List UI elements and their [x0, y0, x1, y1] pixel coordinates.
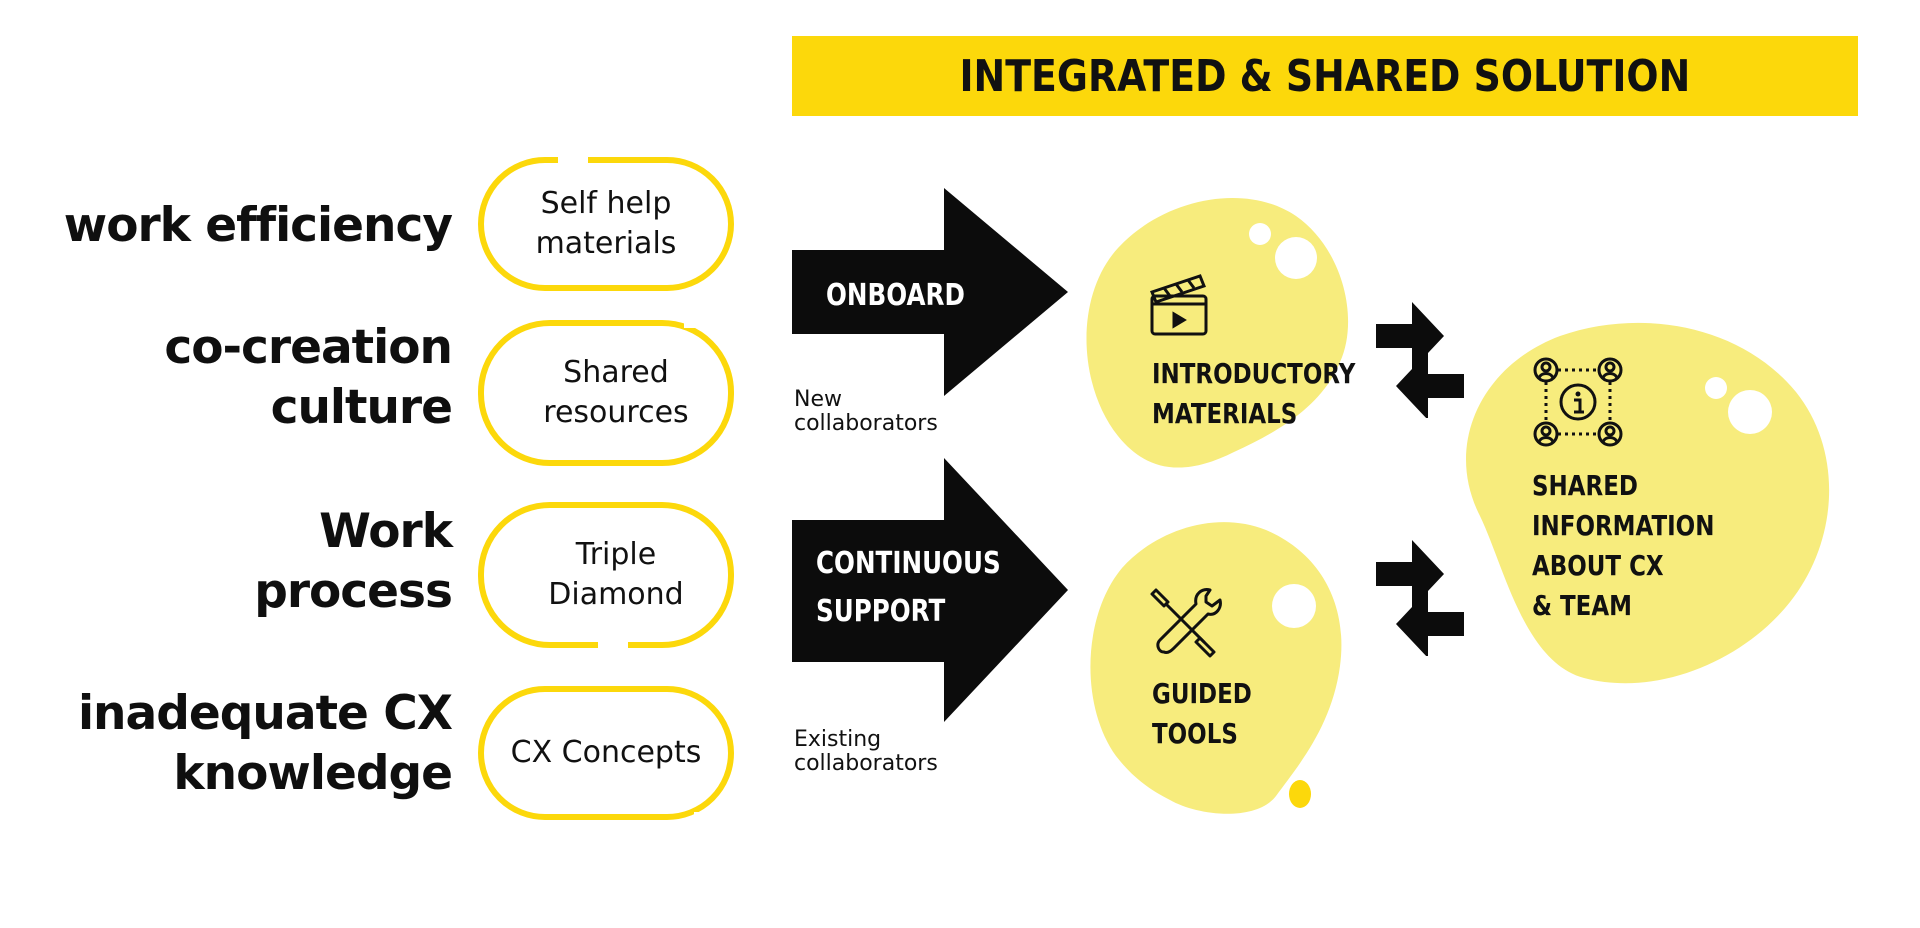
new-collaborators-caption: New collaborators: [794, 387, 938, 436]
pill-label: Triple Diamond: [548, 537, 684, 612]
problem-work-efficiency: work efficiency: [63, 198, 453, 253]
onboard-label: ONBOARD: [826, 278, 965, 313]
continuous-support-label: CONTINUOUS SUPPORT: [816, 546, 1001, 629]
guided-tools-blob: [1090, 522, 1342, 814]
pill-self-help-materials: Self help materials: [478, 155, 734, 291]
page-title: INTEGRATED & SHARED SOLUTION: [959, 50, 1691, 102]
problem-work-process: Work process: [254, 504, 453, 619]
clapperboard-icon: [1150, 274, 1208, 336]
continuous-support-arrow: [792, 458, 1068, 722]
pill-triple-diamond: Triple Diamond: [478, 502, 734, 650]
onboard-arrow: [792, 188, 1068, 396]
shared-information-label: SHARED INFORMATION ABOUT CX & TEAM: [1532, 469, 1715, 622]
tools-icon: [1150, 588, 1222, 658]
introductory-materials-blob: [1086, 197, 1349, 468]
exchange-arrows-top: [1376, 302, 1464, 418]
problem-co-creation-culture: co-creation culture: [164, 320, 453, 435]
shared-information-blob: [1466, 322, 1830, 684]
pill-shared-resources: Shared resources: [478, 318, 734, 466]
introductory-materials-label: INTRODUCTORY MATERIALS: [1152, 357, 1356, 430]
pill-label: Self help materials: [535, 186, 677, 261]
team-info-icon: [1533, 357, 1623, 447]
exchange-arrows-bottom: [1376, 540, 1464, 656]
problem-cx-knowledge: inadequate CX knowledge: [77, 686, 453, 801]
existing-collaborators-caption: Existing collaborators: [794, 727, 938, 776]
pill-label: CX Concepts: [510, 735, 702, 770]
guided-tools-label: GUIDED TOOLS: [1152, 677, 1252, 750]
title-banner: INTEGRATED & SHARED SOLUTION: [792, 36, 1858, 116]
pill-label: Shared resources: [543, 355, 689, 430]
pill-cx-concepts: CX Concepts: [478, 686, 734, 822]
